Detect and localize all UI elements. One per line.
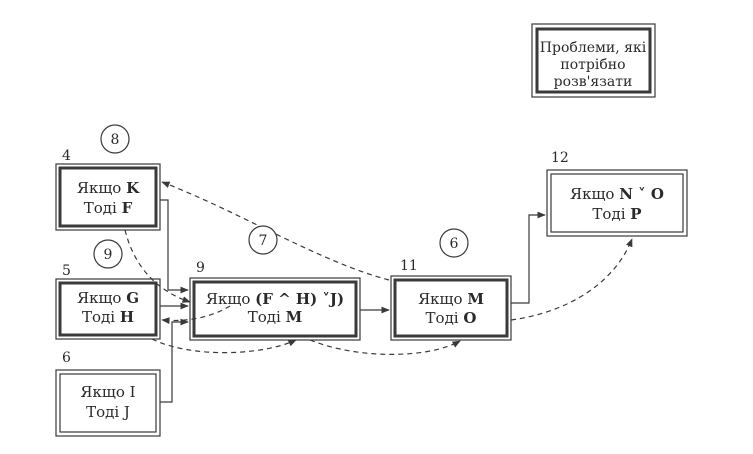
dashed-edge-5-to-9 [151,338,297,354]
rule-5-if-word: Якщо [77,289,121,307]
rule-5-number: 5 [62,263,71,279]
rule-6-if-var: I [130,383,136,401]
step-8-label: 8 [111,132,120,148]
rule-6-then: Тоді J [86,403,130,421]
dashed-edge-9-to-11 [309,339,461,355]
rule-11-then-word: Тоді [426,309,459,327]
rule-9-box: 9 Якщо (F ^ H) ˅J) Тоді M [189,260,361,341]
rule-5-if: Якщо G [77,289,139,307]
rule-4-box: 4 Якщо K Тоді F [55,148,161,231]
rule-4-number: 4 [62,148,71,164]
rule-5-then: Тоді H [82,308,134,326]
rule-6-number: 6 [62,350,71,366]
rule-12-if-word: Якщо [570,185,614,203]
rule-12-then-var: P [630,205,641,223]
rule-9-then-var: M [286,308,303,326]
rule-4-if-var: K [126,179,140,197]
step-6-label: 6 [450,236,459,252]
rule-5-box: 5 Якщо G Тоді H [55,263,161,340]
step-circle-8: 8 [100,124,130,154]
rule-5-if-var: G [126,289,139,307]
rule-9-if-word: Якщо [206,290,250,308]
rule-11-if-var: M [467,290,484,308]
rule-6-box: 6 Якщо I Тоді J [55,350,161,437]
rule-5-then-word: Тоді [82,308,115,326]
rule-11-then: Тоді O [426,309,477,327]
edge-6-to-9 [160,318,189,403]
rule-12-then: Тоді P [592,205,641,223]
dashed-edge-11-to-12 [510,238,633,321]
rule-4-then-word: Тоді [84,199,117,217]
legend-line-2: потрібно [560,57,625,73]
rule-11-then-var: O [463,309,476,327]
rule-6-if: Якщо I [80,383,135,401]
step-9-label: 9 [104,247,113,263]
rule-4-then-var: F [122,199,133,217]
rule-4-if-word: Якщо [77,179,121,197]
rule-12-box: 12 Якщо N ˅ O Тоді P [546,150,688,237]
legend-box: Проблеми, які потрібно розв'язати [531,23,656,98]
legend-line-3: розв'язати [554,74,633,90]
rule-9-if-cond: (F ^ H) ˅J) [255,290,344,308]
rule-5-then-var: H [120,308,134,326]
rule-4-then: Тоді F [84,199,133,217]
rule-12-number: 12 [551,150,569,166]
rule-9-number: 9 [196,260,205,276]
rule-11-if: Якщо M [418,290,484,308]
rule-12-then-word: Тоді [592,205,625,223]
rule-9-then-word: Тоді [248,308,281,326]
edge-4-to-9 [160,199,189,294]
rule-11-if-word: Якщо [418,290,462,308]
dashed-edge-11-to-4 [161,181,390,281]
step-7-label: 7 [259,233,268,249]
rule-12-if-var: N ˅ O [619,185,664,203]
rule-12-if: Якщо N ˅ O [570,185,664,203]
rule-6-then-word: Тоді [86,403,119,421]
step-circle-6: 6 [439,228,469,258]
rule-6-then-var: J [122,403,130,421]
edge-11-to-12 [511,211,546,304]
dashed-edge-4-to-9 [124,229,191,303]
dashed-edge-9-to-5 [161,305,231,324]
rule-9-if: Якщо (F ^ H) ˅J) [206,290,344,308]
step-circle-7: 7 [248,225,278,255]
rule-11-number: 11 [400,258,418,274]
legend-line-1: Проблеми, які [540,40,647,56]
rule-9-then: Тоді M [248,308,302,326]
rule-4-if: Якщо K [77,179,140,197]
rule-11-box: 11 Якщо M Тоді O [390,258,512,341]
step-circle-9: 9 [93,239,123,269]
rule-6-if-word: Якщо [80,383,124,401]
